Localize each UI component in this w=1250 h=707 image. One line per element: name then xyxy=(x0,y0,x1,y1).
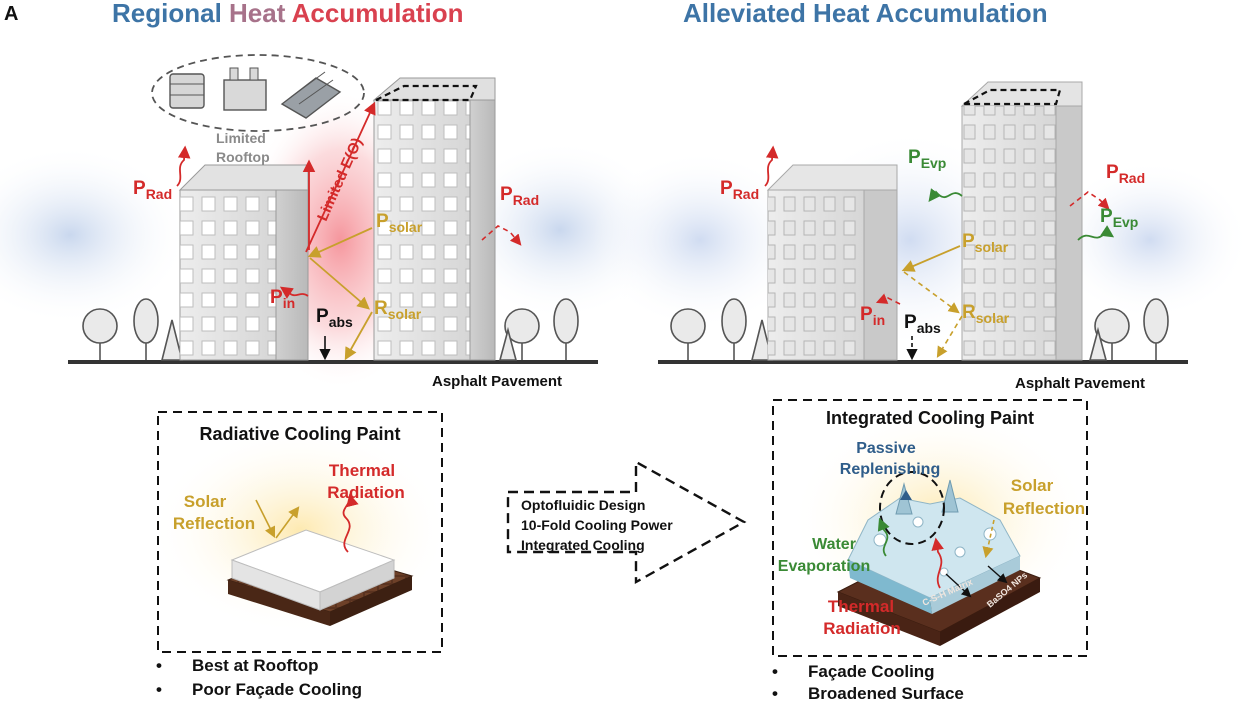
tall-building-right xyxy=(960,81,1083,361)
p-abs-label: Pabs xyxy=(316,306,353,330)
trees-left-icon xyxy=(82,298,184,361)
limited-rooftop-label-2: Rooftop xyxy=(216,149,270,165)
p-evp-label: PEvp xyxy=(908,147,946,171)
left-bullet-1: •Best at Rooftop xyxy=(156,656,319,675)
right-scene: Alleviated Heat Accumulation xyxy=(590,0,1250,392)
p-solar-arrow-right xyxy=(901,245,961,272)
passive-label-1: Passive xyxy=(856,440,916,457)
solar-reflection-right-2: Reflection xyxy=(1003,499,1085,518)
short-building xyxy=(178,164,309,361)
limited-rooftop-label-1: Limited xyxy=(216,130,266,146)
evaporation-arrow xyxy=(877,517,890,557)
passive-label-2: Replenishing xyxy=(840,461,940,478)
p-solar-label: Psolar xyxy=(376,211,423,235)
right-title: Alleviated Heat Accumulation xyxy=(683,0,1048,28)
r-solar-arrow xyxy=(344,311,373,361)
thermal-radiation-right-1: Thermal xyxy=(828,597,894,616)
right-bullet-1: •Façade Cooling xyxy=(772,662,935,681)
arrow-line-3: Integrated Cooling xyxy=(521,537,645,553)
asphalt-label-left: Asphalt Pavement xyxy=(432,373,562,390)
thermal-out-arrow xyxy=(342,493,359,553)
transition-arrow: Optofluidic Design 10-Fold Cooling Power… xyxy=(506,459,747,585)
baso4-pointer xyxy=(987,565,1008,584)
arrow-line-1: Optofluidic Design xyxy=(521,497,645,513)
right-bullet-2: •Broadened Surface xyxy=(772,684,964,703)
p-rad2-label-right: PRad xyxy=(1106,162,1145,186)
thermal-radiation-right-2: Radiation xyxy=(823,619,900,638)
right-box-frame xyxy=(772,399,1088,657)
solar-out-arrow xyxy=(275,506,300,539)
p-in-label: Pin xyxy=(270,287,295,311)
p-abs-label-right: Pabs xyxy=(904,312,941,336)
r-solar-arrow-right xyxy=(936,315,963,358)
solar-reflection-label-2: Reflection xyxy=(173,514,255,533)
rooftop-highlight xyxy=(375,84,478,102)
rooftop-equipment-icon xyxy=(169,67,342,119)
thermal-radiation-label-2: Radiation xyxy=(327,483,404,502)
asphalt-label-right: Asphalt Pavement xyxy=(1015,375,1145,392)
integrated-paint-box: Integrated Cooling Paint Passive Repleni… xyxy=(772,399,1090,657)
tall-building xyxy=(372,77,496,361)
p-rad-arrow xyxy=(176,145,191,187)
left-box-frame xyxy=(157,411,443,653)
water-evaporation-label-1: Water xyxy=(812,536,856,553)
left-box-title: Radiative Cooling Paint xyxy=(199,424,400,444)
short-building-right xyxy=(766,164,898,361)
reflect-arrow-right xyxy=(903,271,960,314)
p-in-arrow xyxy=(279,286,309,299)
p-rad-arrow-right xyxy=(764,145,779,187)
thermal-radiation-label-1: Thermal xyxy=(329,461,395,480)
p-rad2-arrow xyxy=(481,225,522,246)
r-solar-label-right: Rsolar xyxy=(962,302,1010,326)
panel-letter: A xyxy=(4,3,18,25)
rooftop-highlight-right xyxy=(963,88,1062,106)
p-evp2-arrow xyxy=(1077,225,1115,241)
solar-reflection-right-1: Solar xyxy=(1011,476,1054,495)
replenish-highlight xyxy=(879,471,945,545)
thermal-arrow-right xyxy=(931,537,944,589)
paint-block-icon xyxy=(226,529,414,626)
water-evaporation-label-2: Evaporation xyxy=(778,558,870,575)
limited-e-arrow xyxy=(305,101,376,253)
p-solar-label-right: Psolar xyxy=(962,231,1009,255)
left-title: Regional Heat Accumulation xyxy=(112,0,464,28)
p-evp2-label: PEvp xyxy=(1100,206,1138,230)
p-rad-label-right: PRad xyxy=(720,178,759,202)
left-bullet-2: •Poor Façade Cooling xyxy=(156,680,363,699)
rooftop-options-oval xyxy=(151,54,365,132)
solar-in-arrow-right xyxy=(982,519,995,559)
radiative-paint-box: Radiative Cooling Paint Solar Reflection… xyxy=(150,411,450,653)
csh-pointer xyxy=(945,573,972,598)
cool-air-left xyxy=(0,145,190,325)
p-rad2-arrow-right xyxy=(1069,191,1110,210)
arrow-line-2: 10-Fold Cooling Power xyxy=(521,517,673,533)
p-in-label-right: Pin xyxy=(860,304,885,328)
left-scene: Regional Heat Accumulation xyxy=(0,0,670,390)
solar-in-arrow xyxy=(255,499,276,539)
p-rad-label: PRad xyxy=(133,178,172,202)
p-evp-arrow xyxy=(928,188,963,203)
r-solar-label: Rsolar xyxy=(374,298,422,322)
solar-reflection-label-1: Solar xyxy=(184,492,227,511)
p-solar-arrow xyxy=(307,227,373,258)
trees-right-icon xyxy=(498,298,579,361)
trees-left-icon-2 xyxy=(670,298,774,361)
p-rad2-label: PRad xyxy=(500,184,539,208)
right-box-title: Integrated Cooling Paint xyxy=(826,408,1034,428)
trees-right-icon-2 xyxy=(1088,298,1169,361)
reflect-arrow xyxy=(309,257,370,310)
p-in-arrow-right xyxy=(875,293,901,305)
